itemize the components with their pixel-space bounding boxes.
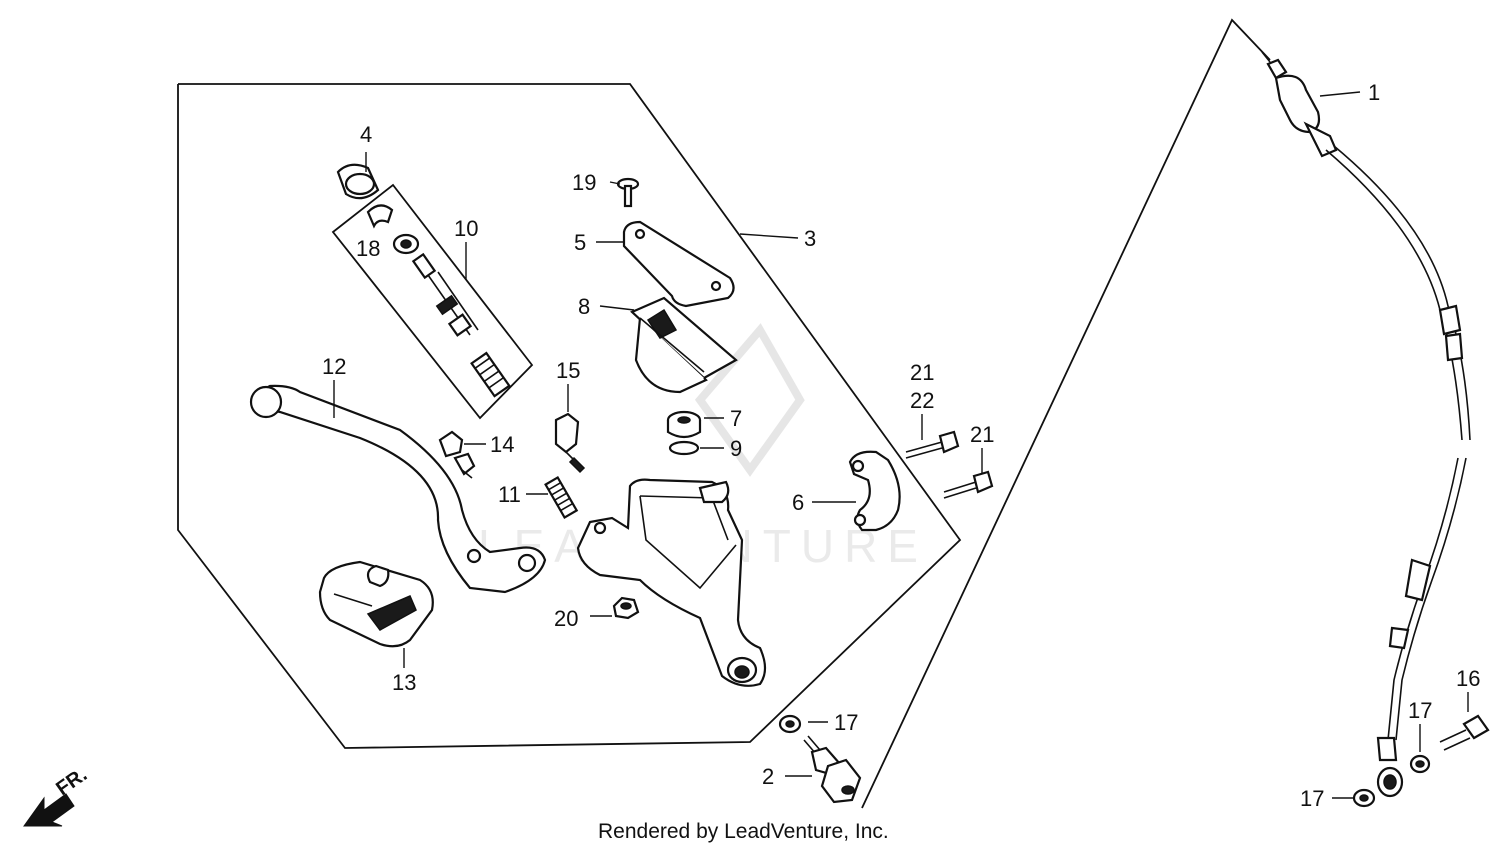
callout-15: 15 xyxy=(556,358,580,383)
leader-lines xyxy=(333,91,1469,799)
holder-bolt-lower-part xyxy=(943,470,994,499)
front-direction-indicator: FR. xyxy=(23,764,91,827)
callout-17-hose-upper: 17 xyxy=(1408,698,1432,723)
callout-17-cylinder: 17 xyxy=(834,710,858,735)
brake-hose-part xyxy=(1261,51,1471,798)
spring-part xyxy=(544,476,579,519)
front-arrow-icon xyxy=(23,793,75,827)
hose-oil-bolt-part xyxy=(1439,714,1490,751)
oil-bolt-part xyxy=(803,735,862,804)
reservoir-cover-part xyxy=(622,220,735,308)
callout-22: 22 xyxy=(910,388,934,413)
sealing-washer-hole xyxy=(785,720,795,728)
callout-4: 4 xyxy=(360,122,372,147)
callout-21-lower: 21 xyxy=(970,422,994,447)
callout-19: 19 xyxy=(572,170,596,195)
assembly-frame xyxy=(177,83,962,749)
lever-bolt-part xyxy=(554,412,586,474)
callout-12: 12 xyxy=(322,354,346,379)
brake-lever-part xyxy=(249,384,547,594)
callout-17-hose-lower: 17 xyxy=(1300,786,1324,811)
callout-20: 20 xyxy=(554,606,578,631)
piston-set-frame xyxy=(331,183,534,420)
callout-6: 6 xyxy=(792,490,804,515)
holder-part xyxy=(848,450,901,532)
callout-1: 1 xyxy=(1368,80,1380,105)
callout-10: 10 xyxy=(454,216,478,241)
callout-2: 2 xyxy=(762,764,774,789)
reservoir-cap-part xyxy=(666,410,702,439)
callout-13: 13 xyxy=(392,670,416,695)
callout-7: 7 xyxy=(730,406,742,431)
callout-8: 8 xyxy=(578,294,590,319)
callout-9: 9 xyxy=(730,436,742,461)
master-cylinder-body xyxy=(576,478,767,687)
boot-part xyxy=(336,163,380,200)
hose-frame xyxy=(861,18,1271,809)
callout-11: 11 xyxy=(498,482,521,507)
footer-credit: Rendered by LeadVenture, Inc. xyxy=(598,820,889,843)
o-ring-part xyxy=(668,440,700,456)
circlip-part xyxy=(366,204,394,229)
callout-5: 5 xyxy=(574,230,586,255)
cover-screw-part xyxy=(616,177,640,208)
piston-set-part xyxy=(392,233,511,398)
diaphragm-part xyxy=(630,296,738,394)
callout-16: 16 xyxy=(1456,666,1480,691)
callout-18: 18 xyxy=(356,236,380,261)
callout-14: 14 xyxy=(490,432,514,457)
pivot-bolt-part xyxy=(438,430,476,479)
holder-bolt-upper-part xyxy=(905,430,960,459)
callout-21-upper: 21 xyxy=(910,360,934,385)
hose-washer-upper-hole xyxy=(1415,760,1425,768)
callout-3: 3 xyxy=(804,226,816,251)
plug-part xyxy=(612,596,640,620)
hose-washer-lower-hole xyxy=(1359,794,1369,802)
brake-switch-part xyxy=(318,560,434,648)
front-direction-label: FR. xyxy=(52,764,91,801)
